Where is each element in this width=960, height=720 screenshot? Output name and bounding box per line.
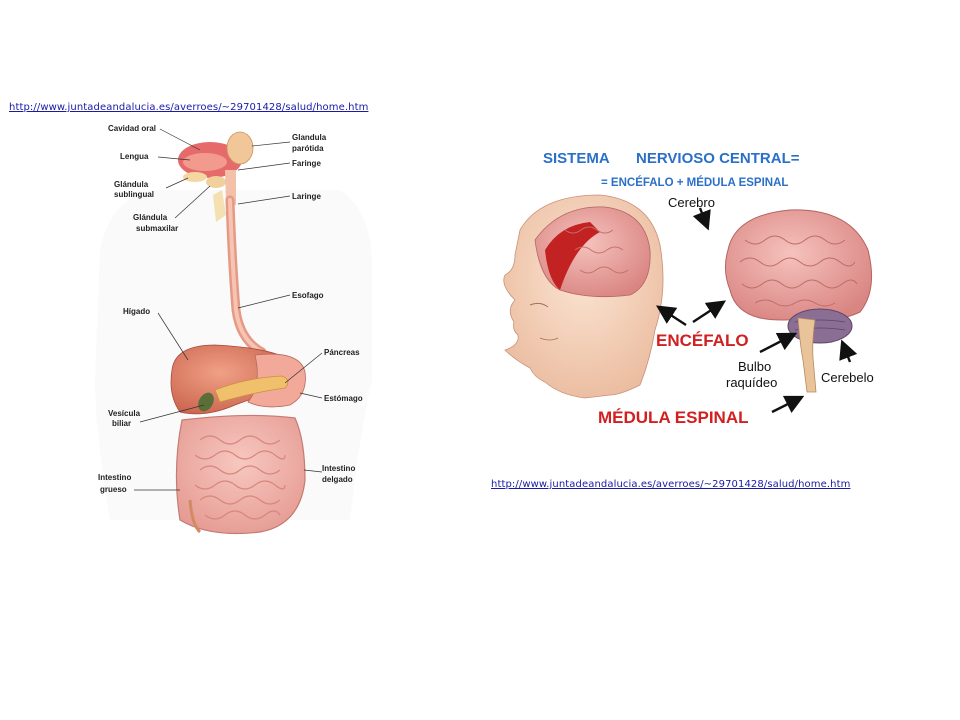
label-intestino-delgado-2: delgado: [322, 475, 353, 484]
label-bulbo-2: raquídeo: [726, 375, 777, 390]
label-laringe: Laringe: [292, 192, 321, 201]
pancreas: [214, 375, 289, 403]
label-glandula-submaxilar-1: Glándula: [133, 213, 168, 222]
large-intestine: [175, 414, 306, 535]
title-nervioso-central: NERVIOSO CENTRAL=: [636, 150, 800, 167]
source-link-right[interactable]: http://www.juntadeandalucia.es/averroes/…: [491, 479, 851, 490]
label-glandula-parotida-2: parótida: [292, 144, 324, 153]
arrow-medula: [771, 395, 805, 414]
label-intestino-delgado-1: Intestino: [322, 464, 355, 473]
tongue: [183, 153, 227, 171]
label-encefalo: ENCÉFALO: [656, 331, 749, 350]
label-estomago: Estómago: [324, 394, 363, 403]
label-glandula-submaxilar-2: submaxilar: [136, 224, 178, 233]
digestive-system-illustration: Cavidad oral Lengua Glándula sublingual …: [95, 124, 372, 535]
label-glandula-sublingual-2: sublingual: [114, 190, 154, 199]
label-vesicula-1: Vesícula: [108, 409, 141, 418]
label-medula-espinal: MÉDULA ESPINAL: [598, 408, 749, 427]
source-link-left[interactable]: http://www.juntadeandalucia.es/averroes/…: [9, 102, 369, 113]
brain: [724, 209, 873, 321]
parotid-gland: [226, 131, 254, 165]
label-faringe: Faringe: [292, 159, 321, 168]
small-intestine: [194, 435, 286, 520]
label-higado: Hígado: [123, 307, 150, 316]
label-glandula-sublingual-1: Glándula: [114, 180, 149, 189]
sublingual-gland: [183, 172, 207, 182]
label-esofago: Esofago: [292, 291, 324, 300]
label-intestino-grueso-2: grueso: [100, 485, 127, 494]
label-lengua: Lengua: [120, 152, 149, 161]
arrow-cerebro: [692, 207, 711, 231]
label-cerebelo: Cerebelo: [821, 370, 874, 385]
brain-section: [545, 222, 600, 290]
label-cerebro: Cerebro: [668, 195, 715, 210]
arrow-encefalo-brain: [692, 300, 727, 324]
label-cavidad-oral: Cavidad oral: [108, 124, 156, 133]
label-vesicula-2: biliar: [112, 419, 131, 428]
label-glandula-parotida-1: Glandula: [292, 133, 327, 142]
subtitle: = ENCÉFALO + MÉDULA ESPINAL: [601, 176, 788, 189]
label-bulbo-1: Bulbo: [738, 359, 771, 374]
spinal-cord: [797, 317, 817, 393]
arrow-bulbo: [759, 332, 798, 354]
cerebellum: [787, 308, 853, 344]
label-intestino-grueso-1: Intestino: [98, 473, 131, 482]
nervous-system-illustration: SISTEMA NERVIOSO CENTRAL= = ENCÉFALO + M…: [503, 150, 874, 427]
submaxillary-gland: [206, 176, 226, 188]
label-pancreas: Páncreas: [324, 348, 360, 357]
gallbladder: [198, 392, 214, 412]
arrow-encefalo-head: [655, 305, 687, 327]
arrow-cerebelo: [839, 339, 858, 363]
title-sistema: SISTEMA: [543, 150, 610, 167]
